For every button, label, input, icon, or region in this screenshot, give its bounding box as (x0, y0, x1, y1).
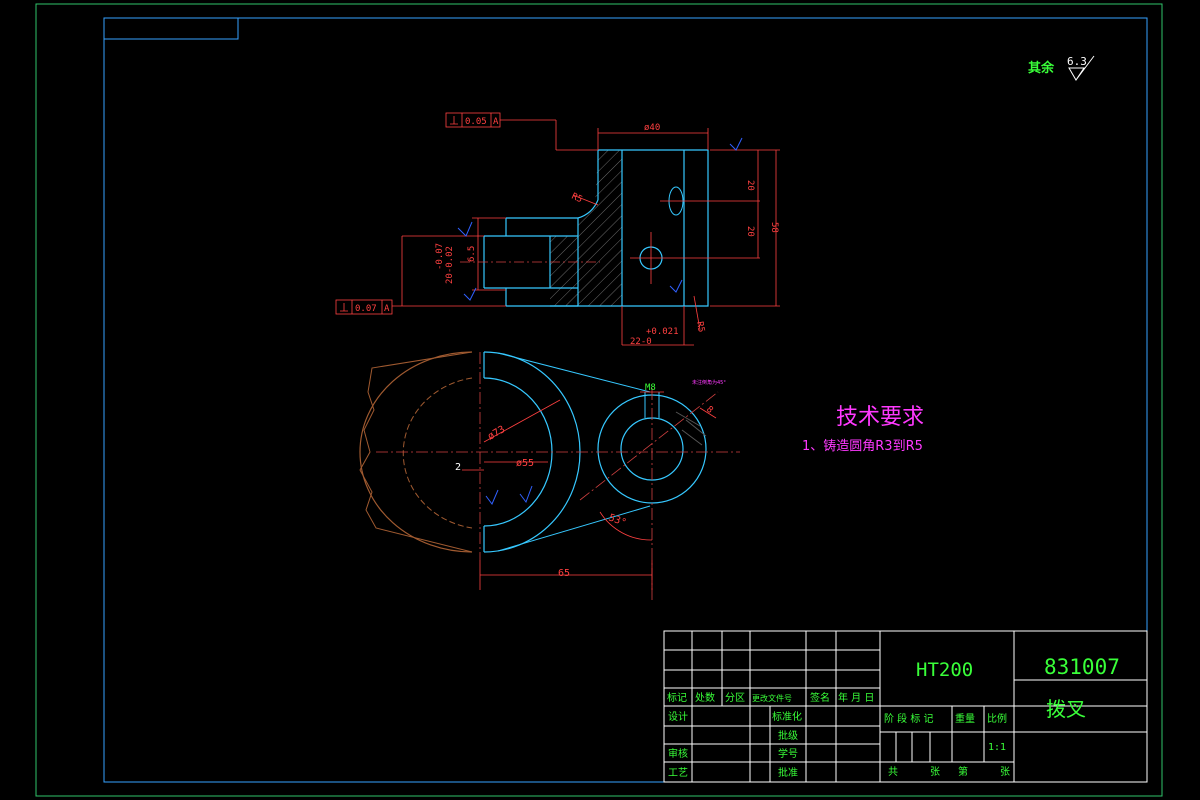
row-design: 设计 (668, 710, 688, 723)
tol-bottom-datum: A (384, 304, 390, 314)
row-process: 工艺 (668, 767, 688, 779)
section-view: ø40 20 20 58 6.5 -0.07 20-0.02 R5 R5 +0.… (335, 112, 780, 347)
rev-header-1: 处数 (695, 691, 715, 704)
sheet-number: 第 (958, 765, 968, 778)
dim-58: 58 (769, 222, 779, 233)
rev-header-2: 分区 (725, 692, 745, 704)
tech-req-title: 技术要求 (836, 405, 924, 430)
sheet-total: 共 (888, 766, 898, 778)
title-block (663, 630, 1148, 783)
surface-finish-prefix: 其余 (1028, 60, 1055, 76)
dim-20b: 20 (745, 226, 755, 237)
tolerance-frame-bottom: 0.07 A (335, 299, 393, 315)
dim-r5-bottom: R5 (694, 321, 706, 333)
plan-view: ø73 ø55 2 65 M8 53° 8 未注倒角为45° (359, 351, 740, 600)
tolerance-frame-top: 0.05 A (445, 112, 501, 128)
scale-header: 比例 (987, 712, 1007, 725)
row-approve: 批准 (778, 766, 798, 779)
dim-22: 22-0 (630, 337, 652, 347)
sheet-unit-a: 张 (930, 766, 940, 778)
row-standard: 标准化 (772, 710, 802, 723)
dim-2: 2 (455, 462, 461, 473)
rev-header-0: 标记 (667, 692, 687, 704)
tol-bottom-value: 0.07 (355, 304, 377, 314)
row-review: 审核 (668, 747, 688, 760)
dim-tol-base: 20-0.02 (445, 246, 455, 284)
dim-tol-minus: -0.07 (435, 243, 445, 270)
surface-finish-value: 6.3 (1067, 55, 1087, 68)
dim-angle: 53° (607, 512, 628, 529)
dim-6-5: 6.5 (467, 246, 477, 262)
tol-top-value: 0.05 (465, 117, 487, 127)
weight-header: 重量 (955, 712, 975, 725)
dim-m8: M8 (645, 383, 656, 393)
dim-65: 65 (558, 568, 570, 579)
drawing-number: 831007 (1044, 655, 1120, 679)
dim-r5-top: R5 (570, 192, 584, 206)
sheet-unit-b: 张 (1000, 766, 1010, 778)
scale-value: 1:1 (988, 742, 1006, 753)
dim-dia73: ø73 (486, 424, 507, 443)
small-note: 未注倒角为45° (692, 379, 726, 386)
title-block-text: HT200 831007 拨叉 标记 处数 分区 更改文件号 签名 年 月 日 … (667, 655, 1120, 779)
outer-frame (35, 3, 1163, 797)
rev-header-3: 更改文件号 (752, 693, 792, 703)
row-class: 批级 (778, 729, 798, 742)
dim-dia55: ø55 (516, 458, 534, 469)
dim-tol-plus: +0.021 (646, 327, 679, 337)
dim-r8: 8 (704, 405, 715, 416)
row-student-id: 学号 (778, 747, 798, 760)
material: HT200 (916, 659, 973, 681)
tol-top-datum: A (493, 117, 499, 127)
inner-frame (103, 17, 1148, 783)
tech-req-item-1: 1、铸造圆角R3到R5 (802, 438, 923, 454)
rev-header-5: 年 月 日 (838, 691, 874, 704)
surface-finish-symbol: 其余 6.3 (1028, 55, 1095, 81)
stage-header: 阶 段 标 记 (884, 712, 934, 725)
dim-20a: 20 (745, 180, 755, 191)
part-name: 拨叉 (1046, 697, 1086, 721)
dim-dia40: ø40 (644, 123, 660, 133)
rev-header-4: 签名 (810, 691, 830, 704)
corner-box (103, 17, 239, 40)
